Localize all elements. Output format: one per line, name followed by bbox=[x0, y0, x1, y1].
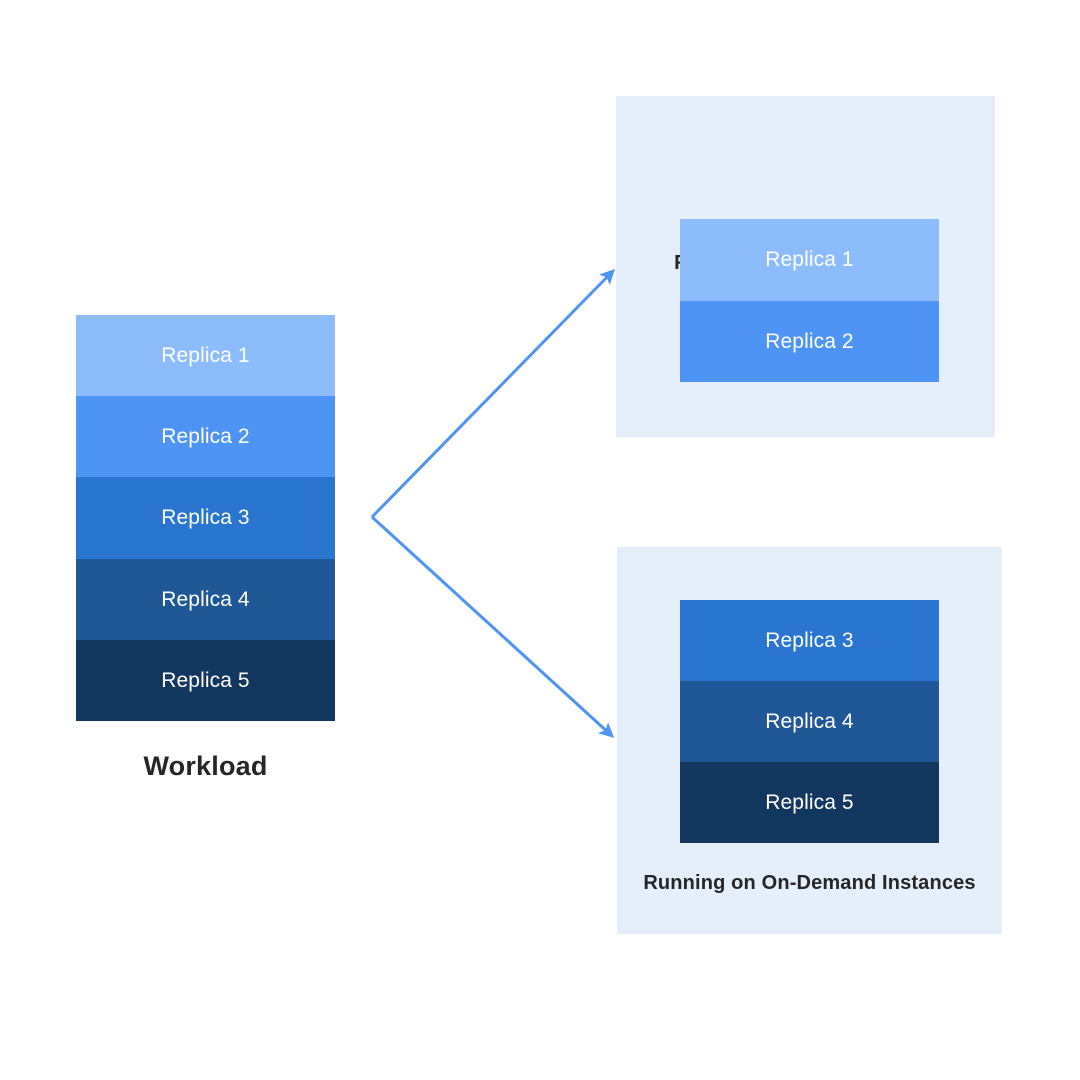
replica-label: Replica 2 bbox=[161, 425, 250, 449]
replica-label: Replica 1 bbox=[161, 344, 250, 368]
connector-to-on-demand bbox=[370, 515, 615, 738]
spot-replica-1[interactable]: Replica 1 bbox=[680, 219, 939, 301]
panel-on-demand-instances: Replica 3 Replica 4 Replica 5 Running on… bbox=[617, 547, 1002, 934]
replica-label: Replica 3 bbox=[765, 629, 854, 652]
workload-replica-5[interactable]: Replica 5 bbox=[76, 639, 335, 721]
spot-replica-list: Replica 1 Replica 2 bbox=[680, 219, 939, 382]
replica-label: Replica 3 bbox=[161, 506, 250, 530]
connector-to-spot bbox=[370, 268, 615, 519]
on-demand-replica-4[interactable]: Replica 4 bbox=[680, 681, 939, 762]
workload-replica-1[interactable]: Replica 1 bbox=[76, 315, 335, 397]
workload-replica-4[interactable]: Replica 4 bbox=[76, 558, 335, 640]
workload-replica-list: Replica 1 Replica 2 Replica 3 Replica 4 … bbox=[76, 315, 335, 721]
replica-label: Replica 5 bbox=[765, 791, 854, 814]
on-demand-replica-3[interactable]: Replica 3 bbox=[680, 600, 939, 681]
replica-label: Replica 5 bbox=[161, 668, 250, 692]
panel-spot-instances: Running on Spot Instances Replica 1 Repl… bbox=[616, 96, 995, 437]
replica-label: Replica 4 bbox=[161, 587, 250, 611]
workload-stack: Replica 1 Replica 2 Replica 3 Replica 4 … bbox=[76, 315, 335, 721]
panel-on-demand-title: Running on On-Demand Instances bbox=[643, 872, 976, 894]
replica-label: Replica 2 bbox=[765, 329, 854, 353]
spot-replica-2[interactable]: Replica 2 bbox=[680, 300, 939, 382]
on-demand-replica-list: Replica 3 Replica 4 Replica 5 bbox=[680, 600, 939, 843]
workload-replica-2[interactable]: Replica 2 bbox=[76, 396, 335, 478]
replica-label: Replica 1 bbox=[765, 248, 854, 272]
workload-caption: Workload bbox=[143, 751, 268, 781]
workload-replica-3[interactable]: Replica 3 bbox=[76, 477, 335, 559]
replica-label: Replica 4 bbox=[765, 710, 854, 733]
on-demand-replica-5[interactable]: Replica 5 bbox=[680, 762, 939, 843]
